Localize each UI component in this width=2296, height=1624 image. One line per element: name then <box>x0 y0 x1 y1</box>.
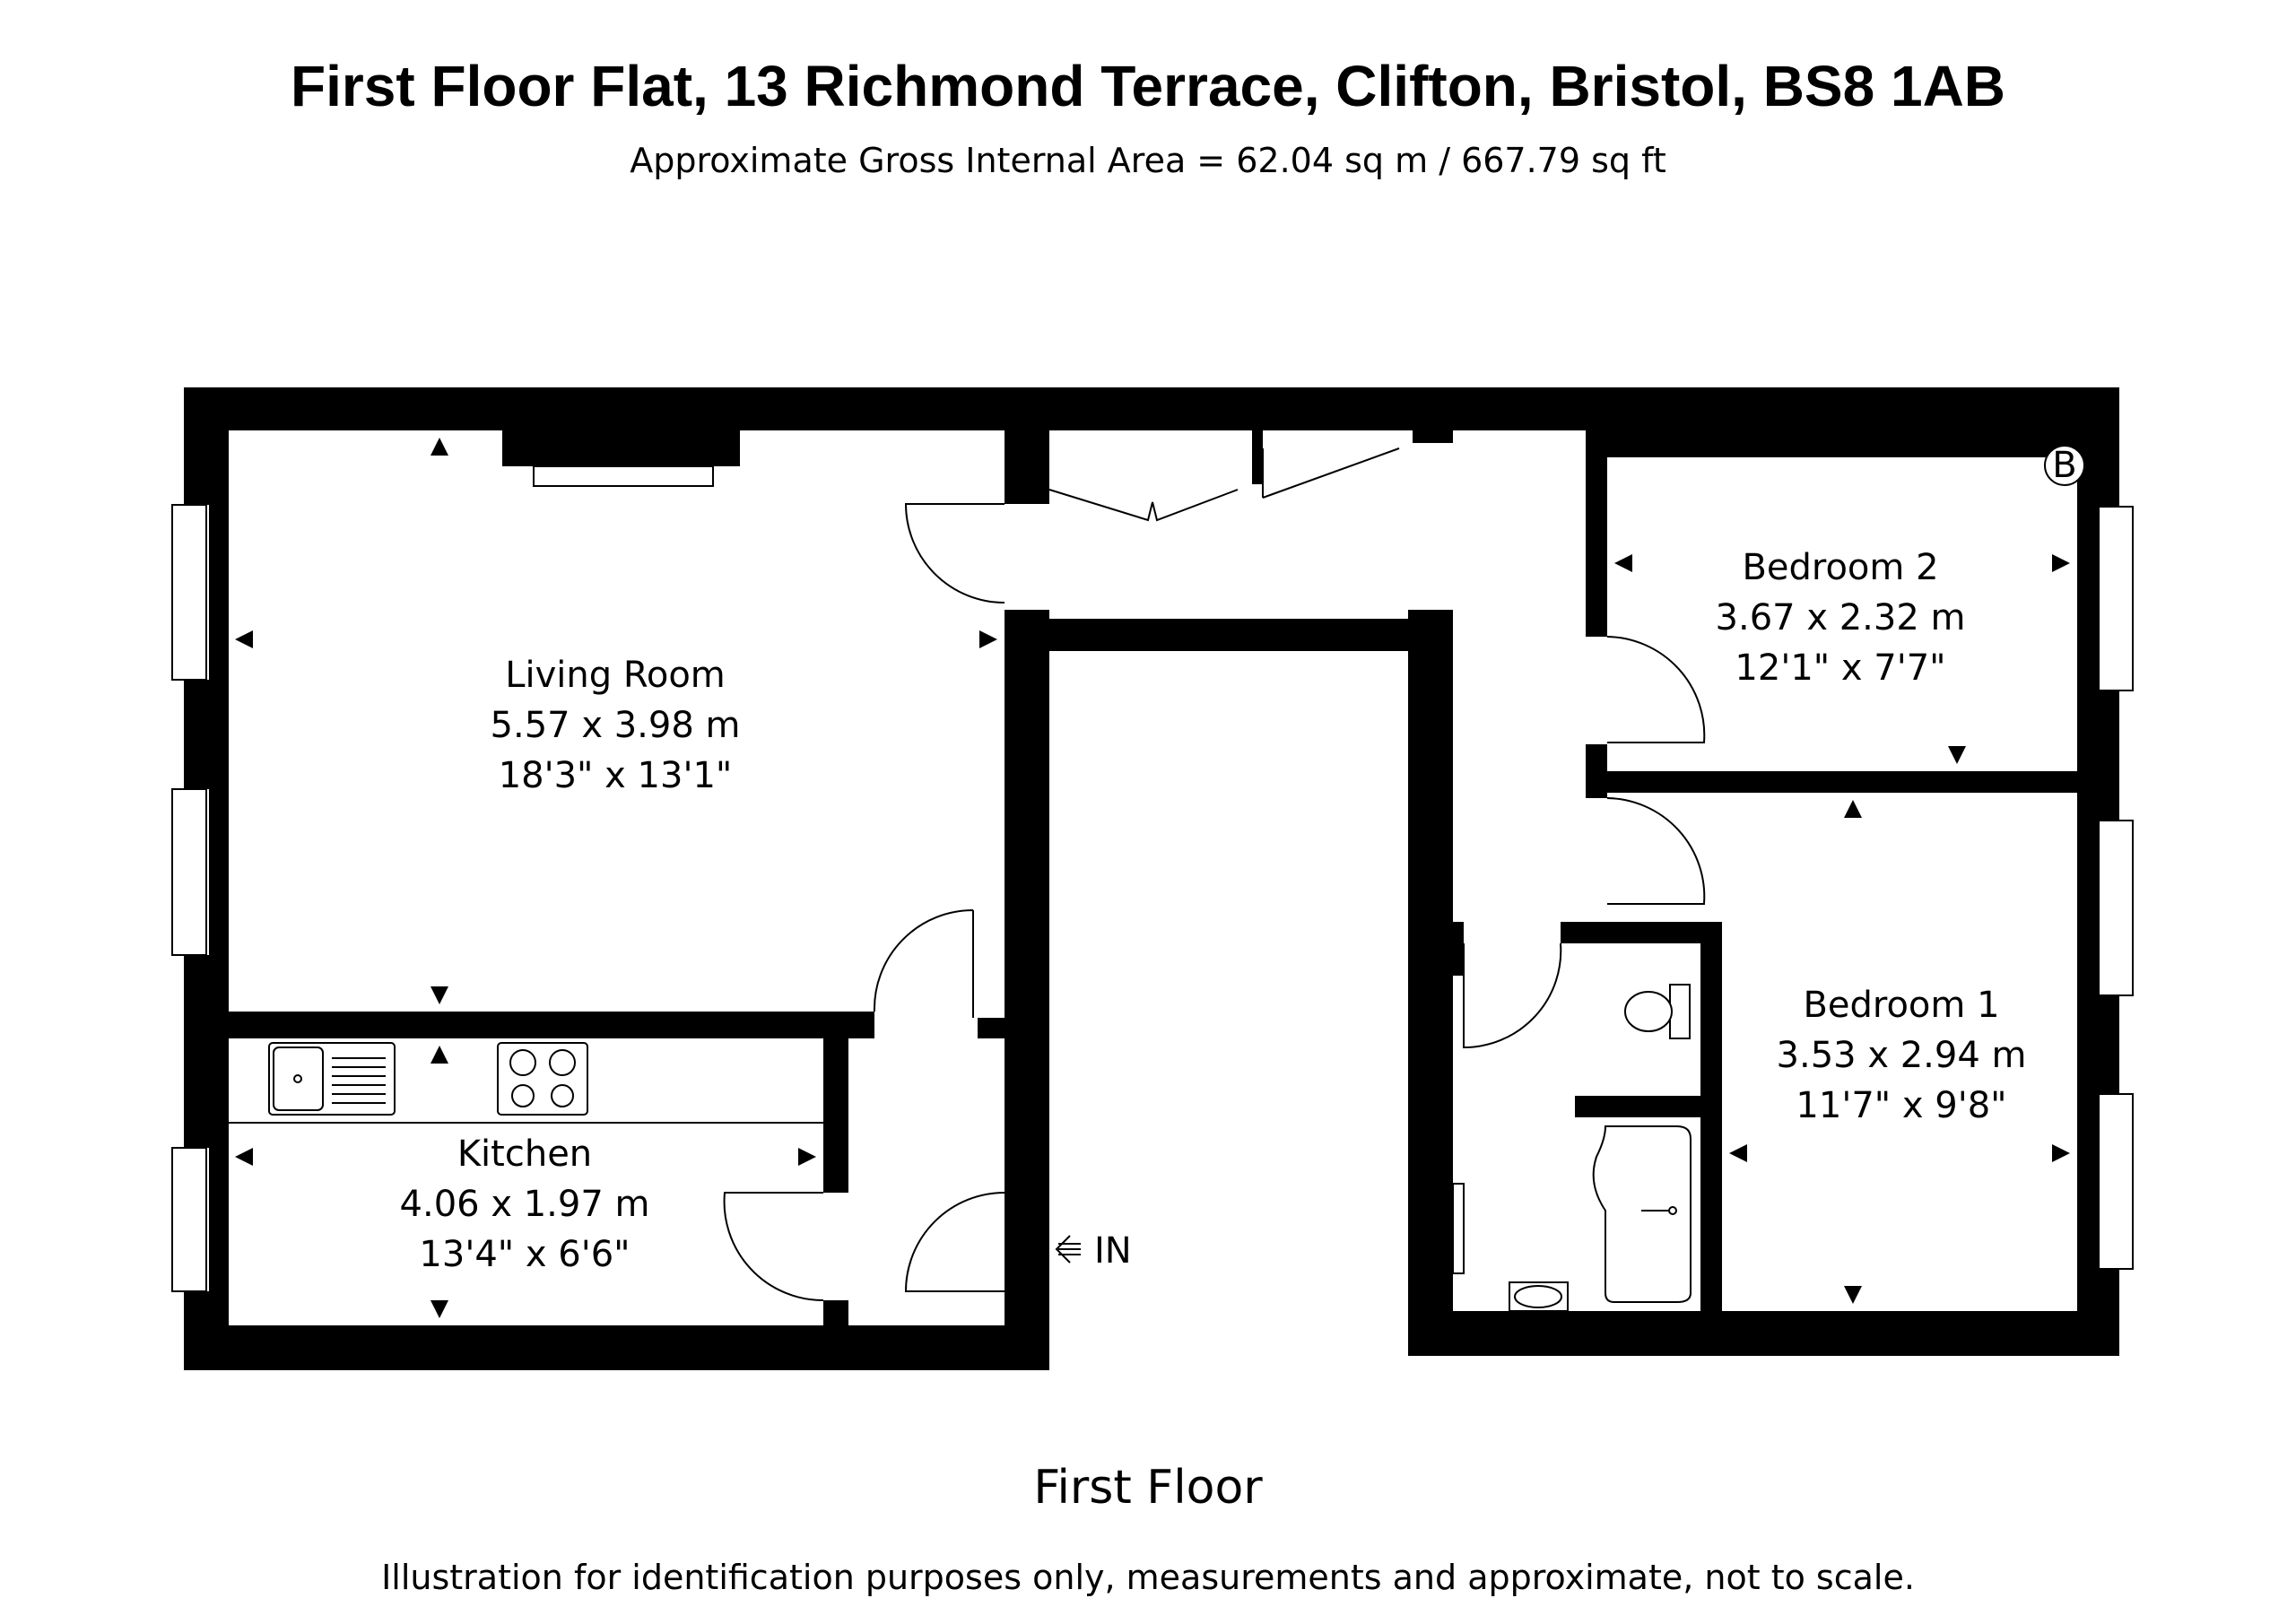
boiler-icon: B <box>2044 445 2085 486</box>
boiler-label: B <box>2052 445 2076 486</box>
bedroom-2-name: Bedroom 2 <box>1742 547 1938 588</box>
page-title: First Floor Flat, 13 Richmond Terrace, C… <box>291 54 2005 118</box>
doors <box>723 447 1706 1302</box>
kitchen-imperial: 13'4" x 6'6" <box>419 1234 630 1275</box>
living-room-name: Living Room <box>505 655 726 696</box>
entrance-marker: IN <box>1055 1230 1132 1272</box>
entrance-arrow-icon <box>1055 1235 1081 1264</box>
room-kitchen: Kitchen 4.06 x 1.97 m 13'4" x 6'6" <box>400 1133 650 1275</box>
sink-icon <box>268 1042 396 1116</box>
kitchen-metric: 4.06 x 1.97 m <box>400 1184 650 1225</box>
bedroom-2-metric: 3.67 x 2.32 m <box>1716 597 1966 638</box>
bedroom-2-imperial: 12'1" x 7'7" <box>1735 647 1945 689</box>
disclaimer: Illustration for identification purposes… <box>381 1558 1915 1597</box>
bath-icon <box>1592 1125 1692 1303</box>
room-bedroom-2: Bedroom 2 3.67 x 2.32 m 12'1" x 7'7" <box>1716 547 1966 689</box>
living-room-imperial: 18'3" x 13'1" <box>499 755 733 796</box>
walls <box>184 387 2119 1370</box>
shower-screen <box>1452 1183 1465 1274</box>
room-bedroom-1: Bedroom 1 3.53 x 2.94 m 11'7" x 9'8" <box>1777 985 2027 1126</box>
living-room-metric: 5.57 x 3.98 m <box>491 705 741 746</box>
room-living: Living Room 5.57 x 3.98 m 18'3" x 13'1" <box>491 655 741 796</box>
entrance-label: IN <box>1094 1230 1132 1272</box>
dimension-arrows <box>235 438 2070 1318</box>
bedroom-1-imperial: 11'7" x 9'8" <box>1796 1085 2006 1126</box>
floor-label: First Floor <box>1033 1461 1263 1515</box>
basin-icon <box>1509 1281 1569 1312</box>
toilet-icon <box>1624 984 1691 1039</box>
bedroom-1-metric: 3.53 x 2.94 m <box>1777 1035 2027 1076</box>
area-subtitle: Approximate Gross Internal Area = 62.04 … <box>630 141 1665 180</box>
windows <box>171 465 2134 1292</box>
hob-icon <box>497 1042 588 1116</box>
kitchen-name: Kitchen <box>457 1133 592 1175</box>
bedroom-1-name: Bedroom 1 <box>1803 985 1999 1026</box>
